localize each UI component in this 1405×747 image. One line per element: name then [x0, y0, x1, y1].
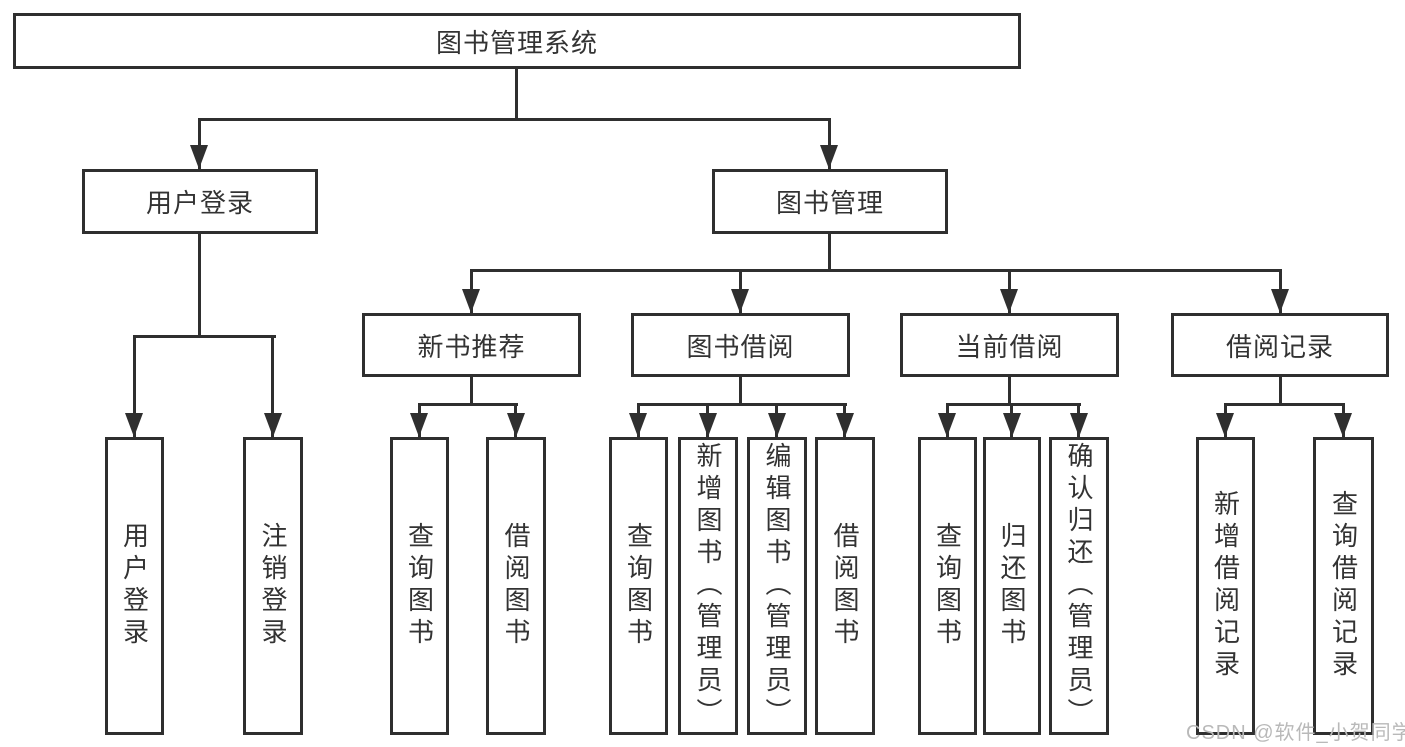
leaf-newbooks-query-books-label: 查询图书 [404, 522, 435, 650]
csdn-watermark: CSDN @软件_小贺同学 [1186, 722, 1405, 744]
connector-vline [133, 335, 136, 437]
node-user-login-label: 用户登录 [145, 188, 254, 218]
arrowhead-down [1271, 289, 1289, 313]
connector-vline [198, 234, 201, 338]
leaf-records-add-record: 新增借阅记录 [1196, 437, 1255, 735]
leaf-current-query-books-label: 查询图书 [932, 522, 963, 650]
connector-hline [133, 335, 276, 338]
arrowhead-down [410, 413, 428, 437]
leaf-current-return-books-label: 归还图书 [997, 522, 1027, 650]
arrowhead-down [1070, 413, 1088, 437]
leaf-logout-label: 注销登录 [258, 522, 288, 650]
arrowhead-down [629, 413, 647, 437]
connector-hline [946, 403, 1081, 406]
node-new-book-recommend: 新书推荐 [362, 313, 581, 377]
node-borrowing-records: 借阅记录 [1171, 313, 1389, 377]
node-new-book-recommend-label: 新书推荐 [417, 331, 526, 362]
arrowhead-down [1216, 413, 1234, 437]
connector-hline [1224, 403, 1345, 406]
node-book-management-label: 图书管理 [775, 188, 884, 218]
leaf-borrowing-borrow-books: 借阅图书 [815, 437, 875, 735]
node-user-login: 用户登录 [82, 169, 318, 234]
connector-vline [198, 118, 201, 169]
arrowhead-down [731, 289, 749, 313]
connector-hline [198, 118, 831, 121]
arrowhead-down [1334, 413, 1352, 437]
connector-vline [1008, 377, 1011, 406]
node-current-borrowing-label: 当前借阅 [955, 331, 1064, 362]
leaf-borrowing-edit-books-admin: 编辑图书（管理员） [747, 437, 807, 735]
connector-vline [739, 377, 742, 406]
leaf-user-login: 用户登录 [105, 437, 164, 735]
connector-vline [1279, 377, 1282, 406]
node-current-borrowing: 当前借阅 [900, 313, 1119, 377]
leaf-newbooks-query-books: 查询图书 [390, 437, 449, 735]
leaf-borrowing-query-books: 查询图书 [609, 437, 668, 735]
leaf-newbooks-borrow-books: 借阅图书 [486, 437, 546, 735]
arrowhead-down [699, 413, 717, 437]
arrowhead-down [462, 289, 480, 313]
connector-hline [470, 269, 1282, 272]
arrowhead-down [190, 145, 208, 169]
node-book-borrowing-label: 图书借阅 [686, 331, 795, 362]
arrowhead-down [507, 413, 525, 437]
leaf-current-confirm-return-admin: 确认归还（管理员） [1049, 437, 1109, 735]
leaf-borrowing-query-books-label: 查询图书 [623, 522, 654, 650]
arrowhead-down [125, 413, 143, 437]
arrowhead-down [1003, 413, 1021, 437]
leaf-user-login-label: 用户登录 [119, 522, 150, 650]
node-book-borrowing: 图书借阅 [631, 313, 850, 377]
arrowhead-down [938, 413, 956, 437]
leaf-borrowing-edit-books-admin-label: 编辑图书（管理员） [762, 442, 792, 730]
leaf-records-query-record-label: 查询借阅记录 [1328, 490, 1359, 682]
node-library-system-label: 图书管理系统 [435, 27, 598, 58]
arrowhead-down [820, 145, 838, 169]
connector-vline [828, 234, 831, 272]
arrowhead-down [1000, 289, 1018, 313]
node-library-system: 图书管理系统 [13, 13, 1021, 69]
connector-vline [470, 377, 473, 406]
leaf-borrowing-add-books-admin-label: 新增图书（管理员） [693, 442, 723, 730]
connector-hline [637, 403, 847, 406]
node-book-management: 图书管理 [712, 169, 948, 234]
connector-vline [828, 118, 831, 169]
leaf-newbooks-borrow-books-label: 借阅图书 [501, 522, 531, 650]
leaf-records-add-record-label: 新增借阅记录 [1210, 490, 1241, 682]
arrowhead-down [768, 413, 786, 437]
leaf-logout: 注销登录 [243, 437, 303, 735]
leaf-current-return-books: 归还图书 [983, 437, 1041, 735]
arrowhead-down [836, 413, 854, 437]
connector-hline [418, 403, 518, 406]
node-borrowing-records-label: 借阅记录 [1225, 331, 1334, 362]
leaf-records-query-record: 查询借阅记录 [1313, 437, 1374, 735]
leaf-borrowing-add-books-admin: 新增图书（管理员） [678, 437, 738, 735]
leaf-current-confirm-return-admin-label: 确认归还（管理员） [1064, 442, 1094, 730]
leaf-borrowing-borrow-books-label: 借阅图书 [830, 522, 860, 650]
connector-vline [271, 335, 274, 437]
leaf-current-query-books: 查询图书 [918, 437, 977, 735]
arrowhead-down [264, 413, 282, 437]
connector-vline [515, 69, 518, 121]
